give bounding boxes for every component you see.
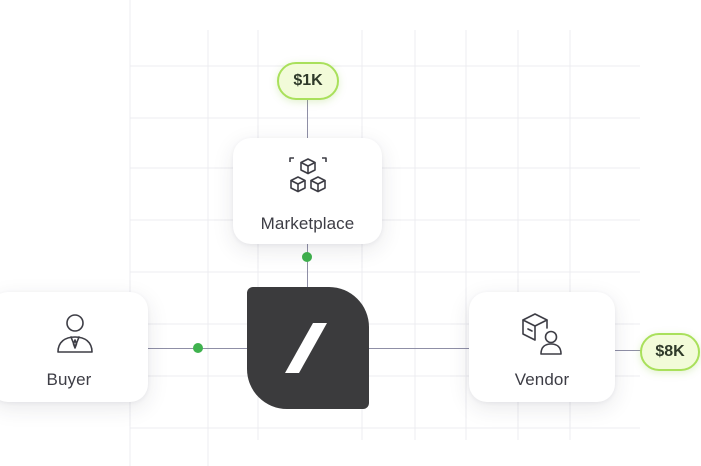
- amount-badge-top: $1K: [277, 62, 339, 100]
- connector-vendor-right: [614, 350, 642, 351]
- flow-dot-left: [193, 343, 203, 353]
- connector-hub-vendor: [369, 348, 469, 349]
- connector-top: [307, 90, 308, 140]
- amount-badge-right: $8K: [640, 333, 700, 371]
- connector-marketplace-hub: [307, 244, 308, 288]
- buyer-card: Buyer: [0, 292, 148, 402]
- slash-logo-icon: [285, 323, 327, 373]
- amount-right-label: $8K: [655, 343, 685, 360]
- marketplace-card: Marketplace: [233, 138, 382, 244]
- marketplace-label: Marketplace: [260, 214, 355, 233]
- payment-hub: [247, 287, 369, 409]
- boxes-icon: [289, 157, 327, 193]
- vendor-card: Vendor: [469, 292, 615, 402]
- vendor-label: Vendor: [514, 370, 570, 389]
- buyer-label: Buyer: [46, 370, 92, 389]
- amount-top-label: $1K: [293, 72, 323, 89]
- flow-dot-top: [302, 252, 312, 262]
- user-with-tie-icon: [57, 314, 93, 353]
- box-with-user-icon: [522, 313, 562, 355]
